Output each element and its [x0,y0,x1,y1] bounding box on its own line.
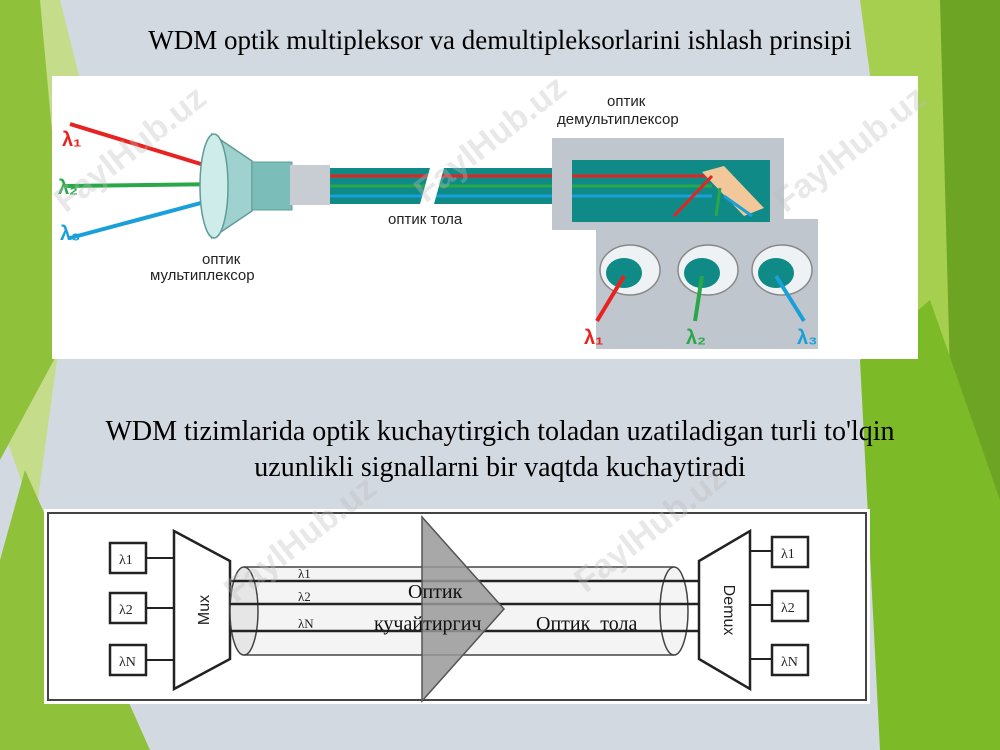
output-box-3: λN [770,643,810,677]
input-lambda1-label: λ₁ [62,129,81,151]
output-ray-blue [774,274,806,323]
optical-multiplexer [199,132,293,240]
demux-label-line1: оптик [607,93,646,110]
output-box-1: λ1 [770,535,810,569]
input-box-2: λ2 [108,591,148,625]
output-port-2 [677,244,739,296]
amplifier-label-line2: кучайтиргич [374,613,481,635]
input-lambda3-label: λ₃ [60,223,80,245]
input-box-1: λ1 [108,541,148,575]
svg-text:λN: λN [781,655,798,670]
demux-block [697,528,752,692]
mux-label: Mux [196,595,213,625]
optical-amplifier-triangle [421,515,506,703]
slide-subtitle: WDM tizimlarida optik kuchaytirgich tola… [105,416,895,483]
input-lambda2-label: λ₂ [58,177,78,199]
input-box-3: λN [108,643,148,677]
svg-text:λ1: λ1 [781,547,795,562]
line-lambdaN-label: λN [298,616,314,631]
amplifier-label-line1: Оптик [408,581,463,603]
output-ray-red [595,274,626,323]
output-box-2: λ2 [770,589,810,623]
output-lambda1-label: λ₁ [584,327,603,349]
wdm-amplifier-diagram: λ1 λ2 λN Mux λ1 λ2 λN Опти [44,509,870,704]
svg-text:λ2: λ2 [781,601,795,616]
demux-label: Demux [720,585,737,636]
fiber-label: оптик тола [388,211,463,228]
demux-label-line2: демультиплексор [557,111,679,128]
svg-text:λ2: λ2 [119,603,133,618]
fiber-label: Оптик тола [536,613,638,635]
line-lambda2-label: λ2 [298,589,311,604]
right-lower-wedge [860,300,1000,750]
mux-block [172,528,232,692]
output-port-1 [599,244,661,296]
svg-text:λN: λN [119,655,136,670]
output-lambda2-label: λ₂ [686,327,706,349]
output-ray-green [693,275,704,322]
output-port-3 [751,244,813,296]
svg-text:λ1: λ1 [119,553,133,568]
slide-title: WDM optik multipleksor va demultipleksor… [148,25,852,55]
output-lambda3-label: λ₃ [797,327,817,349]
line-lambda1-label: λ1 [298,566,311,581]
wdm-mux-demux-diagram: λ₁ λ₂ λ₃ оптик мультиплексор оптик тола [52,76,918,359]
optical-fiber [290,165,558,205]
mux-label-line2: мультиплексор [150,267,255,284]
optical-demultiplexer [552,138,818,349]
mux-label-line1: оптик [202,251,241,268]
